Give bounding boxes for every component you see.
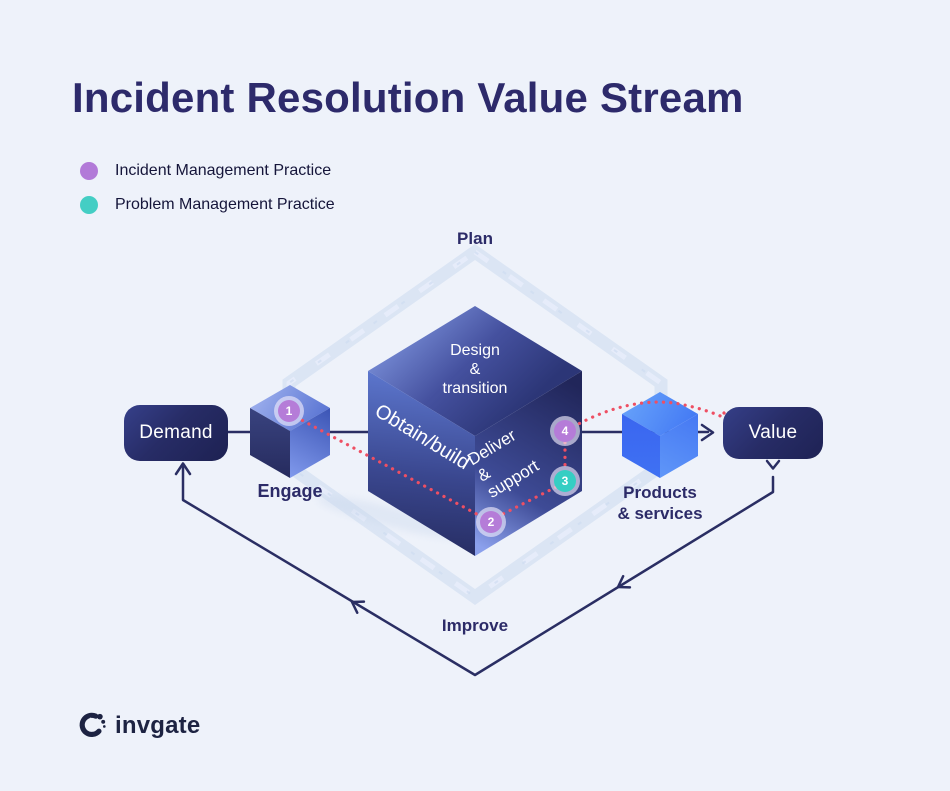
engage-cube	[250, 385, 330, 478]
plan-label: Plan	[457, 229, 493, 248]
step-badge-2: 2	[480, 511, 502, 533]
central-cube-left-face	[368, 371, 475, 556]
flow-arrowhead-return-right	[616, 574, 632, 589]
flow-arrowhead-into-demand	[174, 462, 192, 476]
products-cube-right-face	[660, 414, 698, 478]
flow-arrowhead-return-left	[350, 600, 366, 614]
demand-node-label: Demand	[139, 422, 213, 443]
trace-2-to-3	[495, 483, 562, 519]
products-node-label: Products & services	[617, 483, 703, 523]
engage-node-label: Engage	[257, 481, 323, 501]
value-node: Value	[723, 407, 823, 459]
legend-item-label: Problem Management Practice	[115, 196, 335, 213]
value-node-label: Value	[748, 422, 798, 443]
central-cube	[368, 306, 582, 556]
brand-logo: invgate	[76, 710, 200, 742]
flow-value-exit-chevron	[765, 459, 781, 470]
central-cube-right-face	[475, 371, 582, 556]
problem-practice-dot-icon	[80, 196, 98, 214]
legend-item-problem: Problem Management Practice	[80, 196, 335, 214]
improve-label: Improve	[441, 616, 509, 635]
flow-return-loop	[181, 465, 775, 677]
brand-wordmark: invgate	[115, 712, 201, 739]
legend-item-incident: Incident Management Practice	[80, 162, 335, 180]
products-cube-left-face	[622, 414, 660, 478]
step-badge-3: 3	[554, 470, 576, 492]
incident-practice-dot-icon	[80, 162, 98, 180]
trace-1-to-2	[294, 415, 488, 521]
step-badge-1: 1	[278, 400, 300, 422]
step-badge-4: 4	[554, 420, 576, 442]
invgate-logo-icon	[79, 712, 106, 737]
flow-arrowhead-into-value	[700, 423, 715, 442]
demand-node: Demand	[124, 405, 228, 461]
cube-face-design-transition-label: Design & transition	[442, 342, 508, 397]
page-title: Incident Resolution Value Stream	[72, 74, 744, 121]
engage-cube-left-face	[250, 408, 290, 478]
trace-4-to-value	[571, 400, 737, 429]
engage-cube-right-face	[290, 408, 330, 478]
legend-item-label: Incident Management Practice	[115, 162, 332, 179]
legend: Incident Management Practice Problem Man…	[80, 162, 335, 214]
